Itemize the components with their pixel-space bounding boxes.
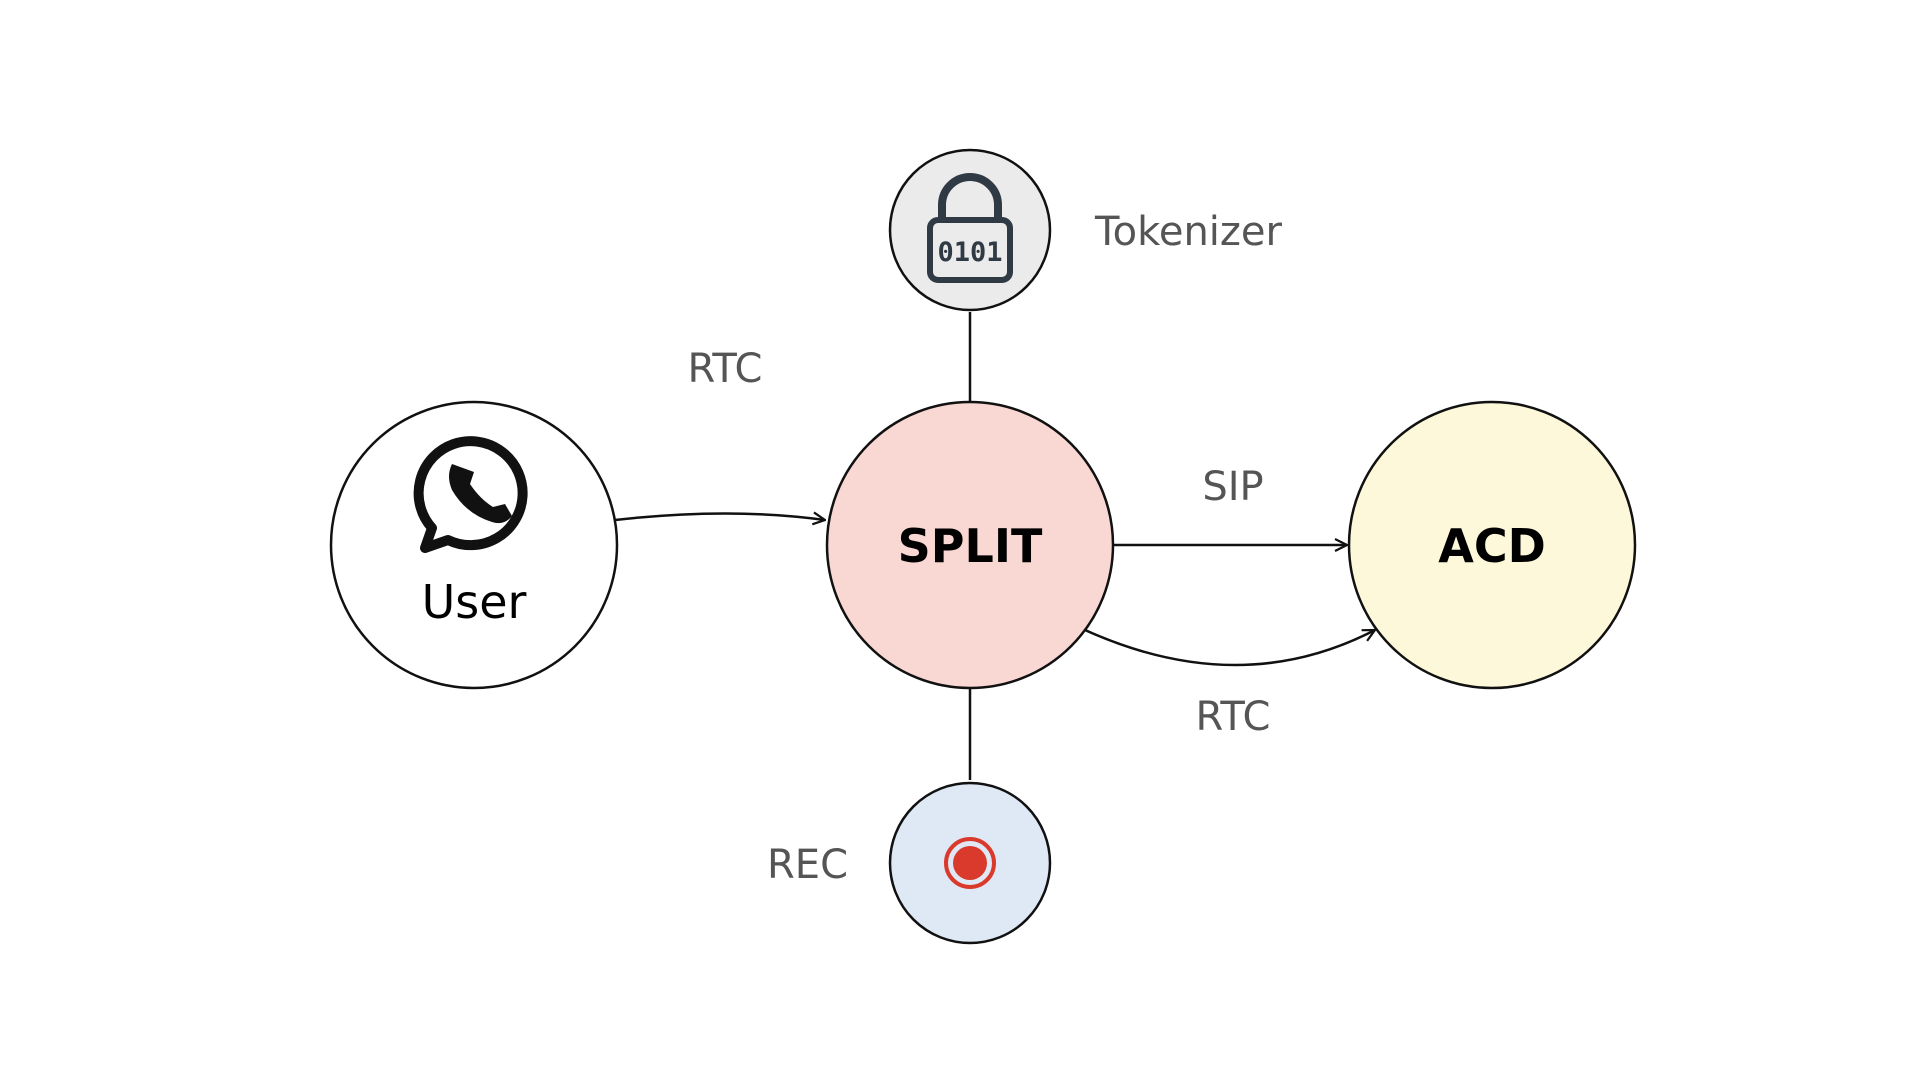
tokenizer-label: Tokenizer [1094, 209, 1283, 255]
lock-digits-text: 0101 [937, 237, 1002, 268]
edge-label-sip: SIP [1202, 464, 1263, 510]
lock-icon: 0101 [927, 173, 1013, 283]
split-node-label: SPLIT [898, 519, 1043, 573]
whatsapp-icon [413, 436, 528, 553]
acd-node: ACD [1347, 400, 1637, 690]
acd-node-label: ACD [1438, 519, 1546, 573]
tokenizer-node: 0101 [888, 148, 1052, 312]
split-node: SPLIT [825, 400, 1115, 690]
user-node-label: User [422, 575, 527, 629]
rec-node [888, 781, 1052, 945]
user-node: User [329, 400, 619, 690]
record-icon [944, 837, 996, 889]
edge-label-rtc-acd: RTC [1196, 694, 1271, 740]
user-to-split-arrow [614, 514, 825, 521]
split-to-acd-rtc-arrow [1084, 628, 1375, 667]
edge-label-rtc-user: RTC [688, 346, 763, 392]
rec-label: REC [767, 842, 848, 888]
